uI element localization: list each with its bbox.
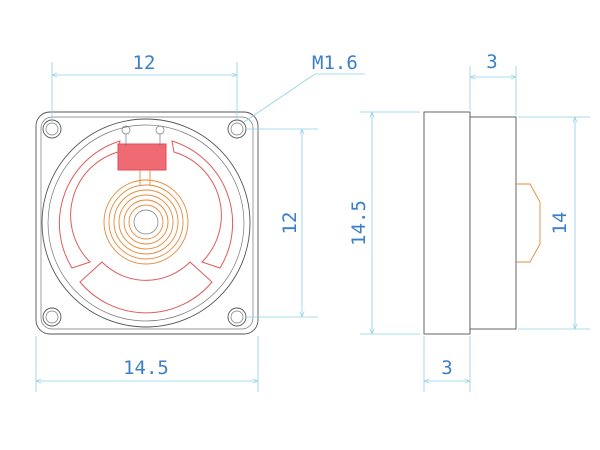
dim-hole-pitch-vertical-label: 12 [279,212,301,235]
side-body [469,116,517,330]
dim-side-top-thickness: 3 [469,51,517,115]
dim-hole-pitch-vertical: 12 [246,128,318,318]
side-terminal [516,183,541,263]
front-frame-inner [40,116,254,330]
side-frame [423,111,471,335]
dim-thread-label: M1.6 [312,52,358,74]
dim-top-width: 12 [51,52,238,122]
dim-side-height: 14.5 [348,111,420,335]
surround-bottom [79,261,213,314]
dim-side-bottom-thickness: 3 [423,336,471,392]
dim-bottom-width: 14.5 [35,336,259,392]
dim-side-top-thickness-label: 3 [486,51,497,73]
terminal-pad [117,143,167,171]
dim-side-right-height: 14 [518,116,590,330]
side-view [423,111,541,335]
diaphragm-rim [47,124,245,322]
diaphragm-outer [41,118,251,328]
dim-bottom-width-label: 14.5 [123,357,169,379]
dim-side-height-label: 14.5 [348,200,370,246]
dim-top-width-label: 12 [133,52,156,74]
dim-side-bottom-thickness-label: 3 [441,357,452,379]
voice-coil [103,179,189,265]
dim-side-right-height-label: 14 [549,212,571,235]
surround-left [58,140,121,269]
surround-right [171,140,234,269]
dim-thread: M1.6 [243,52,365,123]
front-view [35,111,259,335]
